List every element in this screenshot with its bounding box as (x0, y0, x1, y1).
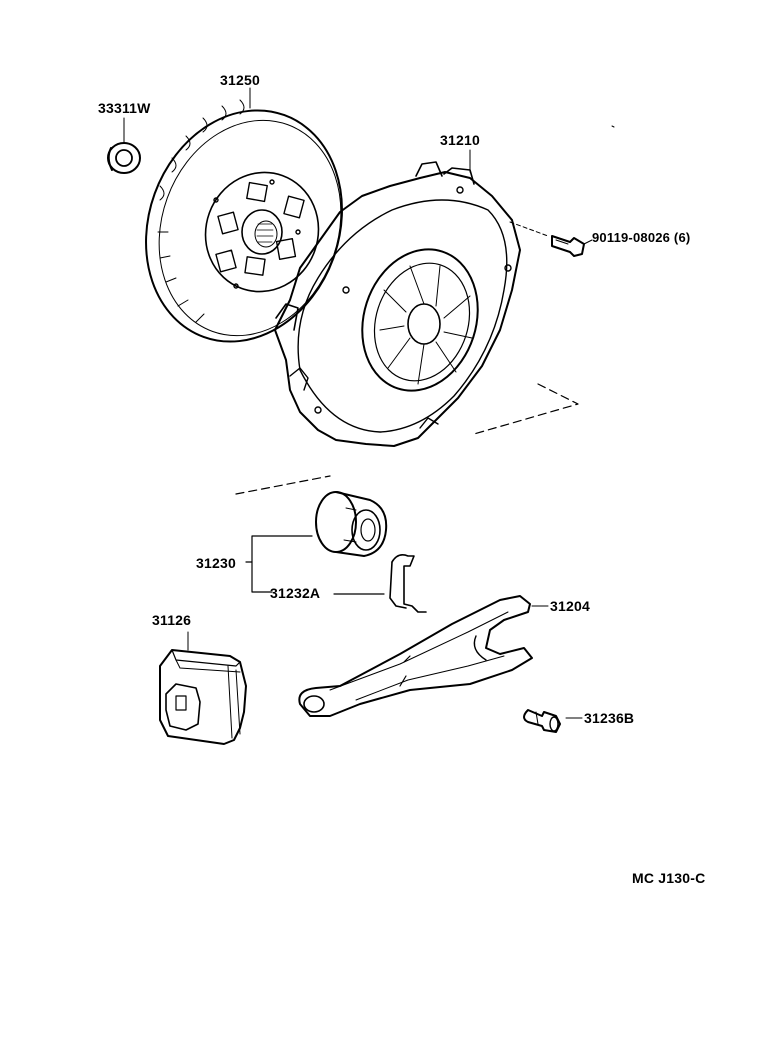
part-label-31126: 31126 (152, 612, 192, 628)
part-label-31204: 31204 (550, 598, 590, 614)
part-label-31230: 31230 (196, 555, 236, 571)
pivot-stud (524, 710, 582, 732)
clutch-disc (114, 83, 373, 370)
hub-clip (390, 555, 426, 612)
release-fork (299, 596, 548, 716)
diagram-code: MC J130-C (632, 870, 706, 886)
part-label-90119-08026: 90119-08026 (6) (592, 230, 691, 245)
pilot-bearing (108, 118, 140, 173)
part-label-31250: 31250 (220, 72, 260, 88)
clutch-cover (275, 150, 520, 446)
cover-bolt (510, 222, 592, 256)
release-fork-boot (160, 632, 246, 744)
part-label-31210: 31210 (440, 132, 480, 148)
part-label-31236b: 31236B (584, 710, 635, 726)
release-bearing (316, 492, 386, 556)
part-label-31232a: 31232A (270, 585, 321, 601)
part-label-33311w: 33311W (98, 100, 151, 116)
